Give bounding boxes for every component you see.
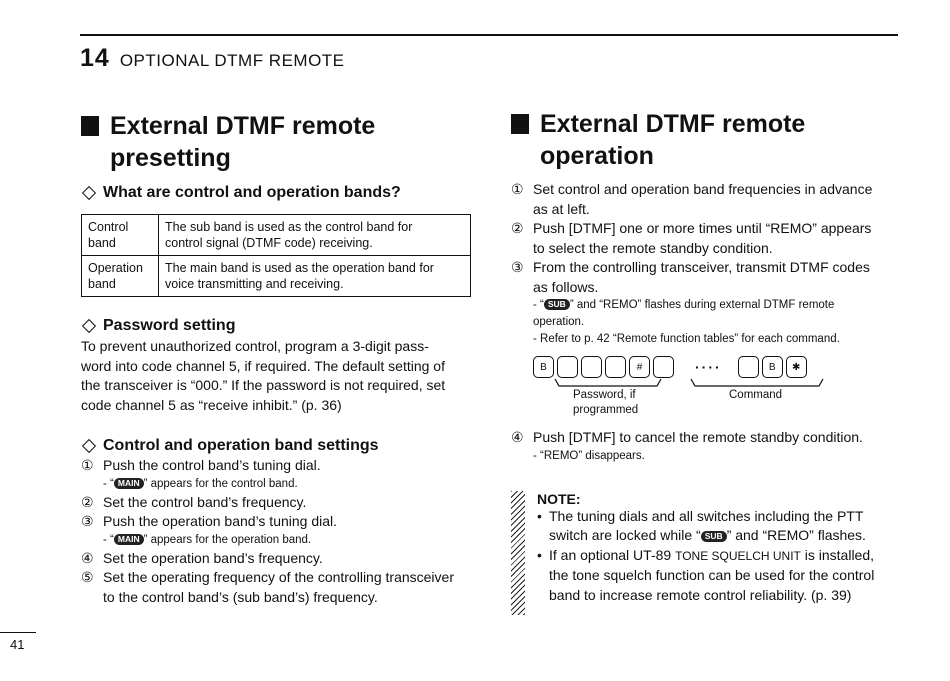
key-blank-icon: [653, 356, 674, 378]
sub-badge-icon: SUB: [543, 299, 570, 310]
key-hash-icon: #: [629, 356, 650, 378]
key-blank-icon: [557, 356, 578, 378]
chapter-number: 14: [80, 44, 110, 72]
ellipsis: ····: [695, 359, 722, 375]
list-item-note: - “MAIN” appears for the operation band.: [103, 533, 312, 546]
section-square-icon: [511, 114, 529, 134]
section-title-operation: External DTMF remote operation: [511, 108, 901, 172]
left-column: External DTMF remote presetting What are…: [81, 110, 473, 607]
key-blank-icon: [737, 356, 759, 378]
command-label: Command: [729, 389, 783, 401]
note-title: NOTE:: [537, 490, 581, 507]
settings-subtitle: Control and operation band settings: [81, 437, 473, 455]
password-subtitle: Password setting: [81, 317, 473, 335]
main-badge-icon: MAIN: [113, 533, 144, 545]
dtmf-key-sequence: B # ···· B ✱: [511, 356, 901, 378]
list-item-note: operation.: [533, 316, 585, 328]
section-square-icon: [81, 116, 99, 136]
list-item-note: - “MAIN” appears for the control band.: [103, 477, 298, 490]
bracket-lines-icon: [554, 378, 824, 387]
diamond-icon: [81, 318, 97, 334]
key-blank-icon: [581, 356, 602, 378]
header-rule: [80, 34, 898, 36]
list-item-note: - “REMO” disappears.: [533, 449, 645, 462]
chapter-title: OPTIONAL DTMF REMOTE: [119, 51, 345, 70]
page-number: 41: [10, 637, 25, 652]
hatch-stripes-icon: [511, 490, 525, 615]
key-blank-icon: [605, 356, 626, 378]
key-star-icon: ✱: [785, 356, 807, 378]
password-label: Password, if programmed: [573, 389, 639, 416]
diamond-icon: [81, 185, 97, 201]
main-badge-icon: MAIN: [113, 477, 144, 489]
list-item: • The tuning dials and all switches incl…: [537, 507, 866, 544]
chapter-header: 14 OPTIONAL DTMF REMOTE: [80, 44, 345, 73]
list-item-note: - “SUB” and “REMO” flashes during extern…: [533, 299, 835, 311]
bands-subtitle: What are control and operation bands?: [81, 184, 473, 202]
key-sequence-brackets: Password, if programmed Command: [533, 378, 901, 418]
section-title-presetting: External DTMF remote presetting: [81, 110, 473, 174]
key-b-icon: B: [533, 356, 554, 378]
list-item-note: - Refer to p. 42 “Remote function tables…: [533, 333, 840, 345]
list-item: • If an optional UT-89 TONE SQUELCH UNIT…: [537, 546, 875, 603]
sub-badge-icon: SUB: [700, 531, 727, 542]
key-b-icon: B: [761, 356, 783, 378]
note-box: NOTE: • The tuning dials and all switche…: [511, 490, 901, 615]
password-paragraph: To prevent unauthorized control, program…: [81, 338, 446, 413]
diamond-icon: [81, 438, 97, 454]
page-number-rule: [0, 632, 36, 633]
